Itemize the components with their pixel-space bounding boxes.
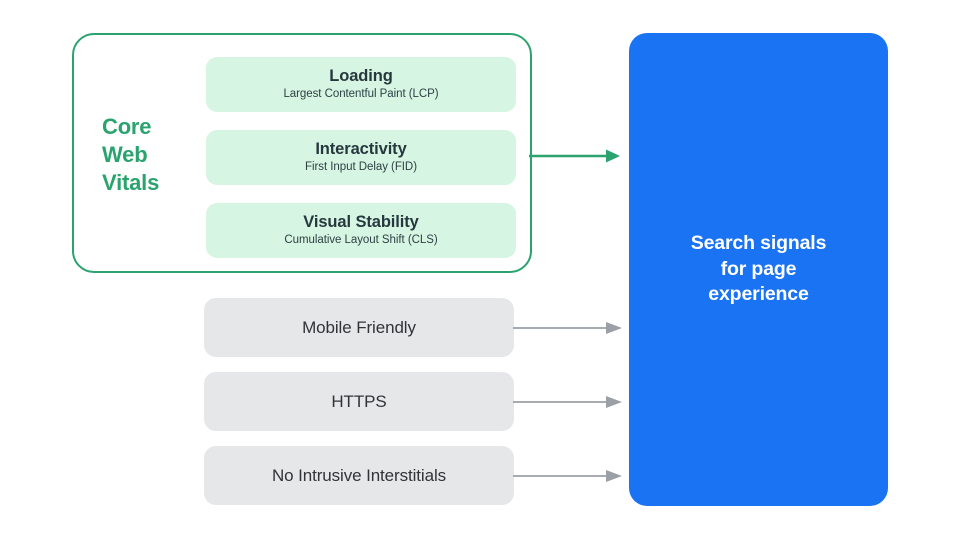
arrow-no-intrusive-interstitials-to-search-signals [513,470,622,482]
signal-box-label: Mobile Friendly [302,317,416,337]
signal-box-label: No Intrusive Interstitials [271,465,447,485]
vital-card-title: Loading [329,66,393,85]
vital-card-title: Visual Stability [303,212,419,231]
vital-card-interactivity: Interactivity First Input Delay (FID) [206,130,516,185]
vital-card-visual-stability: Visual Stability Cumulative Layout Shift… [206,203,516,258]
search-signals-panel: Search signals for page experience [629,33,888,506]
search-signals-label: Search signals for page experience [690,231,827,306]
signal-box-label: HTTPS [331,391,387,411]
arrow-https-to-search-signals [513,396,622,408]
vital-card-title: Interactivity [315,139,407,158]
arrow-mobile-friendly-to-search-signals [513,322,622,334]
vital-card-subtitle: First Input Delay (FID) [305,161,417,174]
arrow-core-web-vitals-to-search-signals [529,149,620,163]
signal-box-mobile-friendly: Mobile Friendly [204,298,514,357]
vital-card-subtitle: Largest Contentful Paint (LCP) [283,88,439,101]
signal-box-no-intrusive-interstitials: No Intrusive Interstitials [204,446,514,505]
signal-box-https: HTTPS [204,372,514,431]
vital-card-subtitle: Cumulative Layout Shift (CLS) [284,234,438,247]
vital-card-loading: Loading Largest Contentful Paint (LCP) [206,57,516,112]
core-web-vitals-group: Core Web Vitals Loading Largest Contentf… [72,33,532,273]
core-web-vitals-label: Core Web Vitals [102,114,160,196]
